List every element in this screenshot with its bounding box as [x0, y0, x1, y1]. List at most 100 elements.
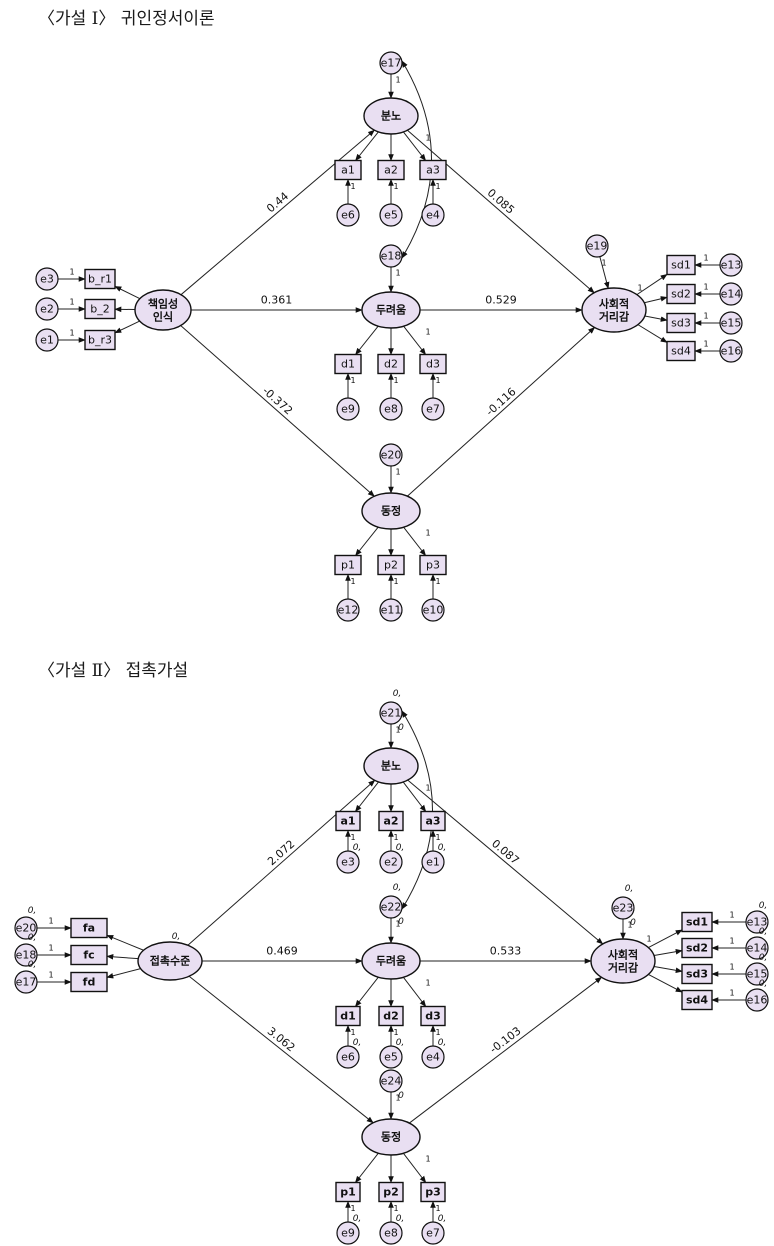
- fixed-loading-fear: 1: [395, 269, 400, 278]
- loading-arrow-dist-3: [644, 315, 668, 322]
- fixed-loading-pity: 1: [395, 468, 400, 477]
- indicator-label-dist-4: sd4: [671, 345, 691, 358]
- latent-label-fear: 두려움: [376, 303, 406, 317]
- indicator-exo-3: [84, 329, 116, 351]
- indicator-label-dist-2: sd2: [686, 942, 708, 955]
- item-fixed-dist-2: 1: [703, 283, 708, 292]
- zero-italic-pity: 0: [398, 1091, 404, 1101]
- item-error-label-fear-1: e9: [341, 403, 355, 416]
- error-dist: [611, 896, 635, 920]
- indicator-dist-1: [666, 254, 696, 276]
- item-error-label-exo-3: e1: [40, 334, 54, 347]
- item-error-label-dist-2: e14: [747, 942, 768, 955]
- item-error-dist-4: [719, 339, 743, 363]
- loading-fixed-anger: 1: [425, 784, 430, 793]
- item-fixed-exo-2: 1: [69, 298, 74, 307]
- indicator-label-dist-2: sd2: [671, 288, 691, 301]
- item-error-exo-3: [14, 970, 38, 994]
- model1-diagram: 0.440.361-0.3720.0850.529-0.116e171e181e…: [35, 51, 743, 622]
- item-error-label-dist-3: e15: [747, 968, 768, 981]
- zero-italic-anger: 0: [398, 723, 404, 733]
- loading-arrow-fear-3: [403, 325, 427, 356]
- indicator-label-fear-3: d3: [426, 358, 440, 371]
- indicator-label-anger-1: a1: [341, 164, 355, 177]
- error-label-anger: e17: [381, 57, 402, 70]
- indicator-label-dist-1: sd1: [671, 259, 691, 272]
- loading-arrow-anger-3: [402, 781, 427, 813]
- indicator-exo-2: [70, 944, 108, 966]
- item-error-label-exo-1: e20: [16, 922, 37, 935]
- item-zero-pity-1: 0,: [353, 1214, 362, 1224]
- fixed-loading-dist: 1: [627, 921, 632, 930]
- item-error-anger-2: [379, 203, 403, 227]
- item-error-label-pity-1: e12: [338, 604, 359, 617]
- item-zero-exo-2: 0,: [28, 933, 37, 943]
- item-error-label-pity-1: e9: [341, 1227, 355, 1240]
- indicator-fear-3: [419, 353, 447, 375]
- item-error-label-dist-2: e14: [721, 288, 742, 301]
- indicator-label-exo-2: b_2: [90, 303, 109, 316]
- item-error-pity-3: [421, 1221, 445, 1245]
- item-error-dist-2: [745, 936, 769, 960]
- loading-fixed-anger: 1: [425, 134, 430, 143]
- disturbance-arrow-dist: [599, 256, 610, 290]
- item-zero-fear-1: 0,: [353, 1038, 362, 1048]
- item-error-label-anger-3: e4: [426, 209, 440, 222]
- loading-arrow-exo-3: [106, 968, 141, 979]
- loading-arrow-exo-1: [106, 934, 144, 951]
- item-error-pity-2: [379, 598, 403, 622]
- latent-label-pity: 동정: [381, 1130, 401, 1144]
- indicator-anger-3: [420, 810, 446, 832]
- item-fixed-dist-3: 1: [703, 312, 708, 321]
- error-label-anger: e21: [381, 707, 402, 720]
- item-fixed-fear-1: 1: [350, 1028, 355, 1037]
- latent-pity: [361, 1118, 421, 1156]
- item-error-label-exo-2: e2: [40, 303, 54, 316]
- error-label-pity: e24: [381, 1075, 402, 1088]
- indicator-fear-2: [377, 353, 405, 375]
- item-error-label-anger-2: e2: [384, 856, 398, 869]
- indicator-label-pity-2: p2: [384, 559, 398, 572]
- item-fixed-fear-2: 1: [393, 1028, 398, 1037]
- item-error-label-fear-3: e7: [426, 403, 440, 416]
- item-fixed-pity-2: 1: [393, 577, 398, 586]
- latent-exo: [134, 289, 192, 331]
- loading-arrow-fear-1: [355, 325, 379, 356]
- indicator-fear-3: [420, 1005, 446, 1027]
- item-error-label-pity-3: e7: [426, 1227, 440, 1240]
- item-error-label-anger-2: e5: [384, 209, 398, 222]
- loading-arrow-pity-1: [354, 1152, 379, 1184]
- indicator-label-exo-2: fc: [83, 949, 94, 962]
- item-zero-anger-1: 0,: [353, 843, 362, 853]
- covariance-anger-fear: [401, 60, 432, 259]
- indicator-anger-3: [419, 159, 447, 181]
- zero-italic-fear: 0: [398, 917, 404, 927]
- zero-label-dist: 0,: [625, 884, 634, 894]
- item-error-label-anger-3: e1: [426, 856, 440, 869]
- item-error-anger-1: [336, 850, 360, 874]
- item-fixed-pity-3: 1: [435, 577, 440, 586]
- indicator-label-anger-3: a3: [425, 815, 440, 828]
- indicator-pity-3: [420, 1181, 446, 1203]
- item-zero-dist-4: 0,: [759, 979, 768, 989]
- item-zero-anger-2: 0,: [396, 843, 405, 853]
- error-label-fear: e22: [381, 901, 402, 914]
- item-fixed-fear-3: 1: [435, 376, 440, 385]
- item-error-exo-2: [14, 943, 38, 967]
- item-fixed-fear-3: 1: [435, 1028, 440, 1037]
- latent-dist: [581, 287, 647, 333]
- item-error-anger-3: [421, 203, 445, 227]
- item-error-pity-2: [379, 1221, 403, 1245]
- item-fixed-dist-2: 1: [729, 937, 734, 946]
- exo-zero-label: 0,: [172, 932, 181, 942]
- item-error-fear-3: [421, 1045, 445, 1069]
- indicator-label-dist-3: sd3: [671, 317, 691, 330]
- item-zero-fear-3: 0,: [438, 1038, 447, 1048]
- path-anger-dist: [407, 129, 595, 294]
- indicator-dist-3: [666, 312, 696, 334]
- item-fixed-exo-3: 1: [48, 971, 53, 980]
- loading-arrow-exo-3: [114, 320, 140, 334]
- error-label-dist: e23: [613, 902, 634, 915]
